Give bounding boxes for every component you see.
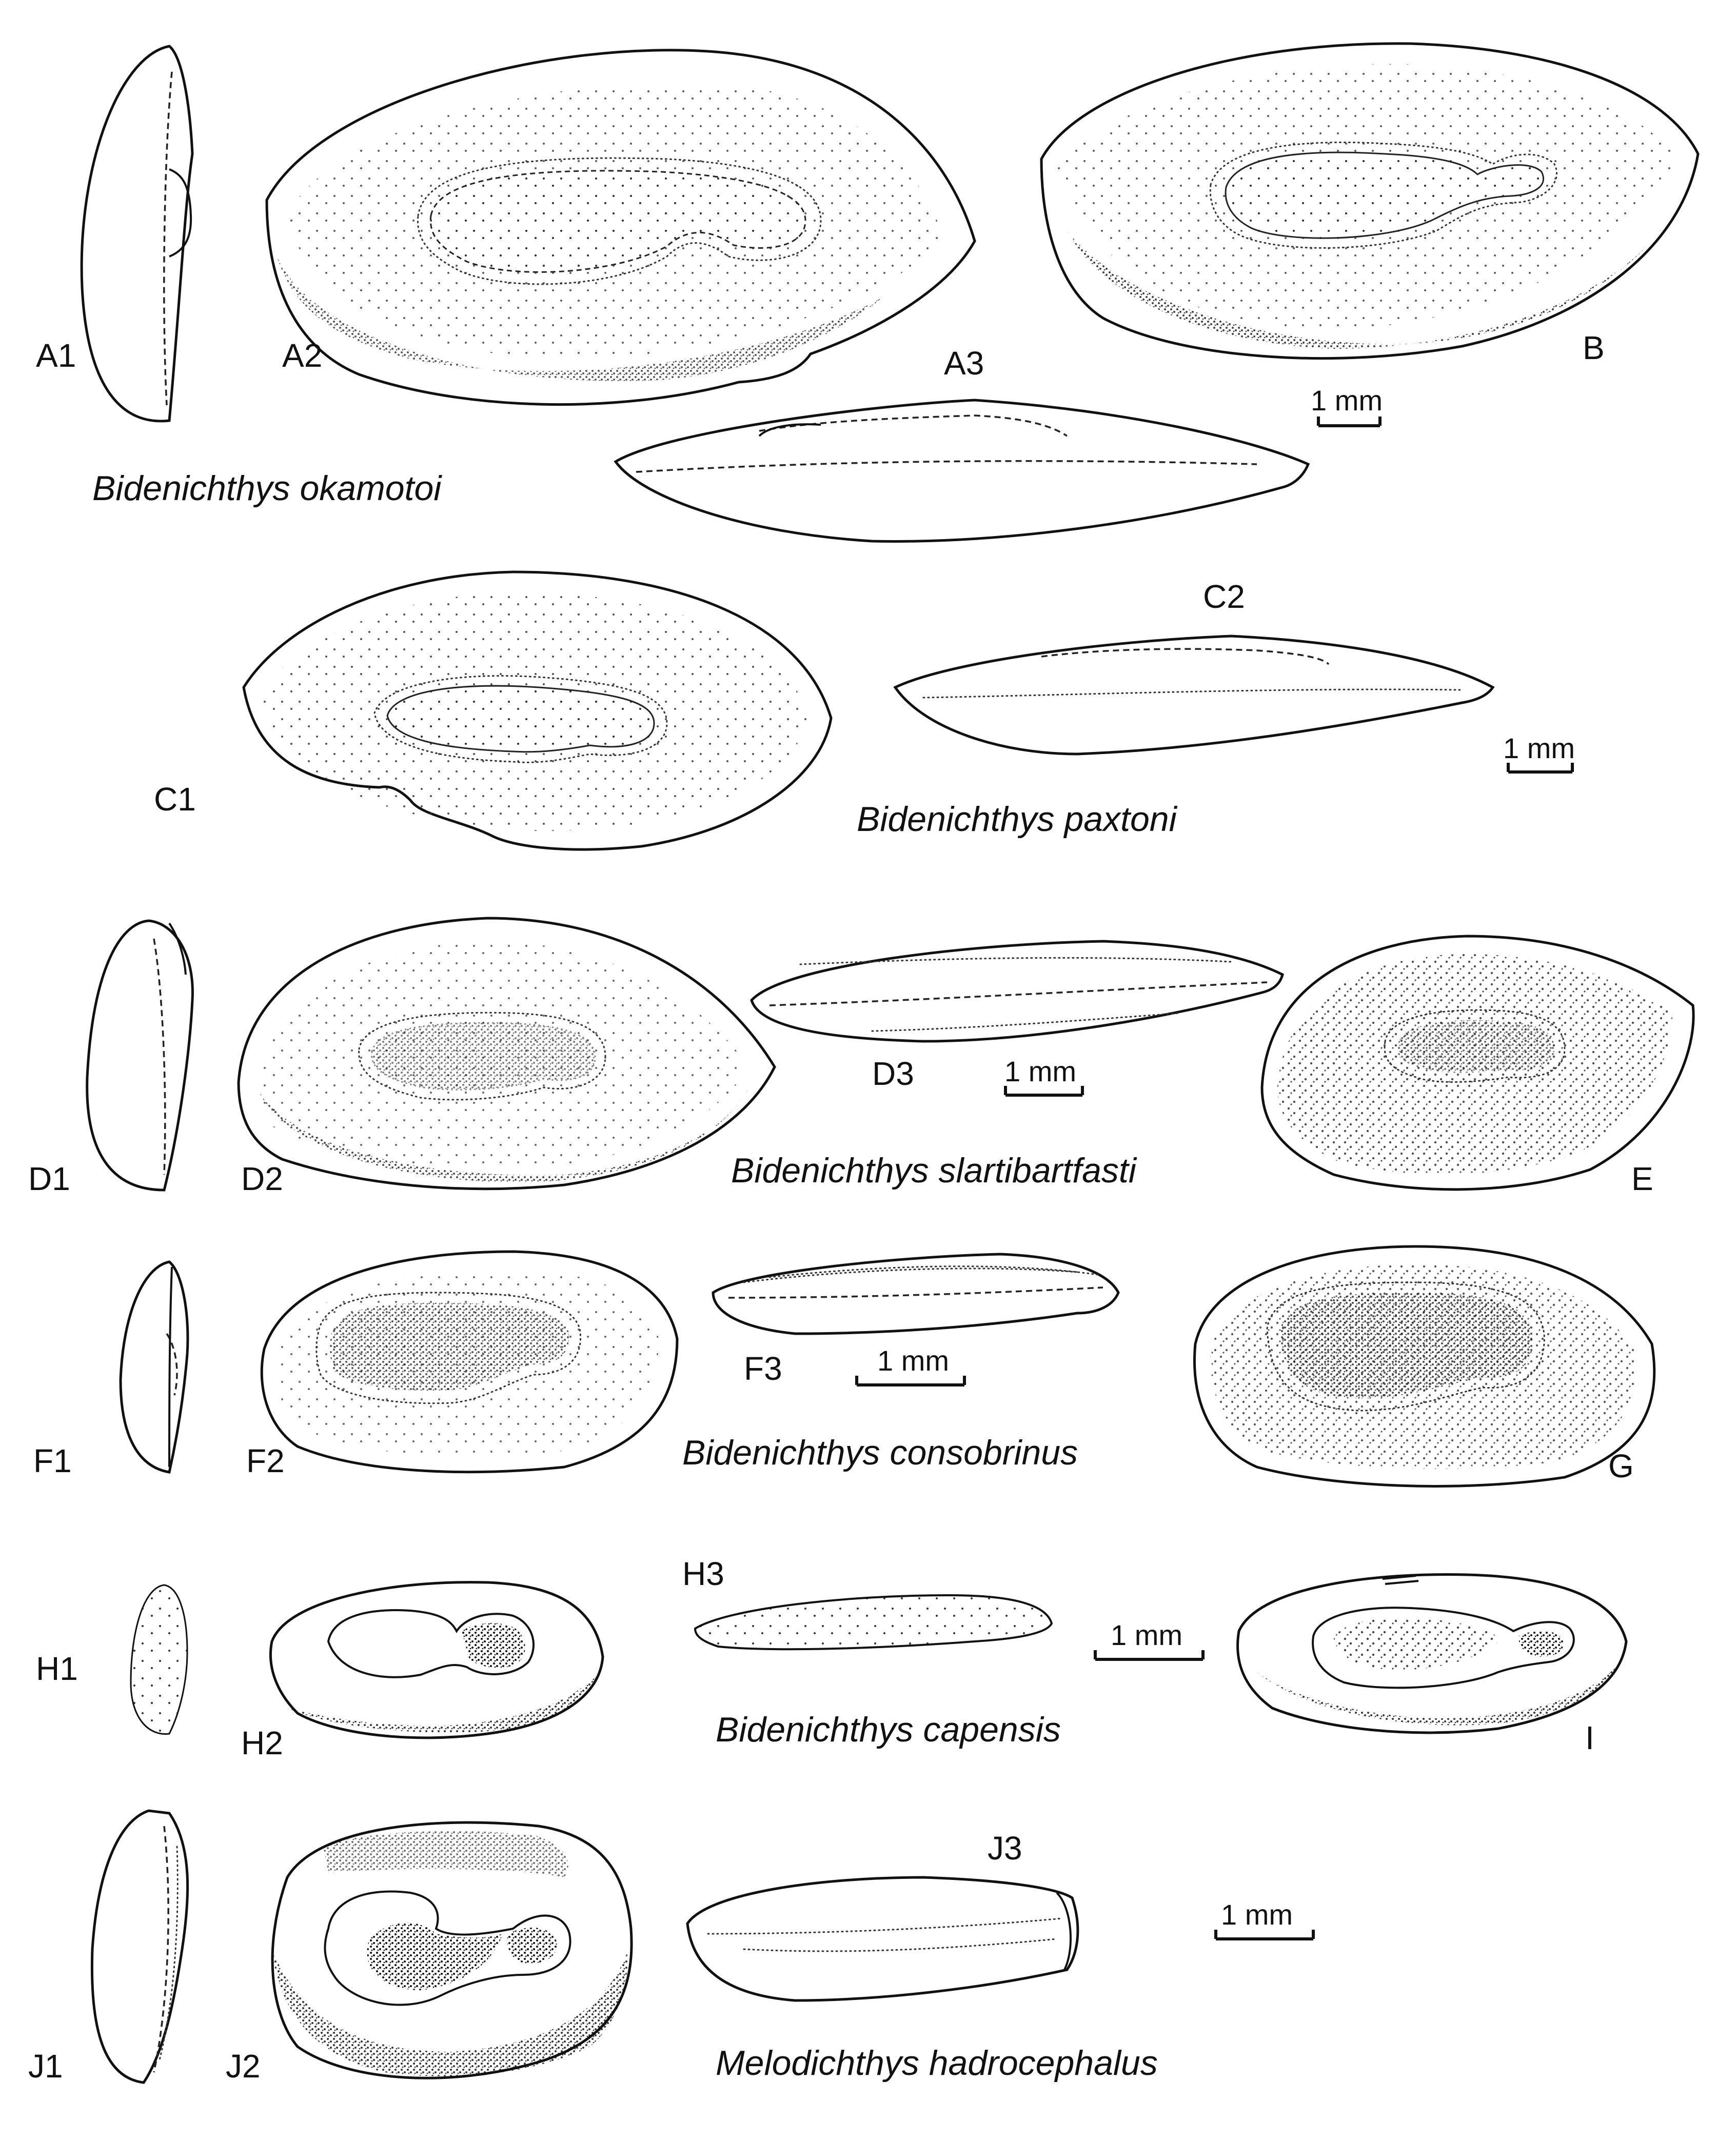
panel-label-i: I [1585,1719,1594,1756]
otolith-j2-inner-face [271,1821,633,2079]
otolith-i-inner-face [1236,1573,1628,1734]
panel-label-c2: C2 [1203,578,1245,615]
otolith-j3-dorsal-view [686,1876,1079,2002]
panel-label-a1: A1 [36,337,76,374]
panel-label-a2: A2 [282,337,322,374]
scale-bar-row6: 1 mm [1214,1898,1315,1940]
scale-label-row5: 1 mm [1111,1619,1182,1651]
otolith-f2-inner-face [260,1250,679,1474]
species-label-capensis: Bidenichthys capensis [716,1710,1061,1749]
scale-bar-row3: 1 mm [1004,1055,1084,1097]
otolith-h3-dorsal-view [694,1594,1053,1651]
scale-label-row1: 1 mm [1311,384,1383,417]
otolith-e-inner-face [1260,935,1695,1191]
panel-label-c1: C1 [154,781,196,818]
panel-label-a3: A3 [944,345,984,382]
panel-label-d3: D3 [872,1055,914,1092]
otolith-h1-anterior-view [130,1584,188,1735]
scale-label-row6: 1 mm [1221,1898,1293,1931]
scale-label-row4: 1 mm [877,1344,949,1377]
otolith-j1-anterior-view [90,1809,189,2084]
panel-label-h3: H3 [682,1555,724,1592]
species-label-hadrocephalus: Melodichthys hadrocephalus [716,2044,1158,2083]
panel-label-f1: F1 [33,1442,72,1479]
panel-label-h1: H1 [36,1650,78,1687]
otolith-f3-dorsal-view [712,1253,1120,1335]
otolith-c1-inner-face [242,570,833,851]
species-label-consobrinus: Bidenichthys consobrinus [682,1433,1078,1472]
panel-label-b: B [1583,329,1605,366]
otolith-b-inner-face [1040,42,1700,360]
panel-label-d2: D2 [241,1160,283,1197]
panel-label-f2: F2 [246,1442,285,1479]
panel-label-j2: J2 [226,2048,261,2085]
otolith-d3-dorsal-view [750,940,1284,1043]
scale-label-row2: 1 mm [1503,732,1575,764]
otolith-a3-dorsal-view [614,399,1310,543]
otolith-a1-anterior-view [80,45,194,423]
scale-label-row3: 1 mm [1004,1055,1076,1087]
scale-bar-row1: 1 mm [1311,384,1383,427]
scale-bar-row2: 1 mm [1503,732,1575,774]
panel-label-d1: D1 [28,1160,70,1197]
otolith-c2-dorsal-view [893,635,1495,756]
panel-label-j1: J1 [28,2048,63,2085]
scale-bar-row5: 1 mm [1094,1619,1205,1661]
scale-bar-row4: 1 mm [855,1344,966,1386]
panel-label-f3: F3 [744,1350,782,1387]
panel-label-g: G [1608,1448,1634,1484]
panel-label-h2: H2 [241,1725,283,1761]
panel-label-e: E [1631,1160,1653,1197]
otolith-a2-inner-face [265,49,976,406]
otolith-d1-anterior-view [86,919,194,1192]
species-label-paxtoni: Bidenichthys paxtoni [857,800,1178,839]
otolith-d2-inner-face [237,917,776,1191]
panel-label-j3: J3 [988,1830,1022,1867]
species-label-slartibartfasti: Bidenichthys slartibartfasti [731,1151,1137,1190]
otolith-g-inner-face [1193,1245,1656,1488]
otolith-f1-anterior-view [119,1260,189,1474]
otolith-h2-inner-face [269,1581,604,1739]
species-label-okamotoi: Bidenichthys okamotoi [92,469,442,508]
